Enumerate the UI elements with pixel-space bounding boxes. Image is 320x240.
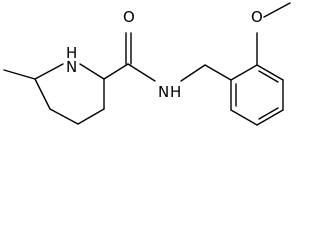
bond-aryl-inner-2 [258,107,279,120]
bond-aryl-2 [256,64,284,81]
amide-nitrogen-n: N [158,83,169,101]
bond-ring-4 [77,108,105,125]
bond-ring-2 [79,63,105,80]
ring-nitrogen-h: H [66,44,77,62]
bond-nh-to-ch2 [180,64,206,82]
bond-aryl-1 [230,64,258,81]
bond-ring-1 [34,63,64,80]
carbonyl-double-bond [125,32,132,65]
piperidine-ring [34,63,105,125]
ring-nitrogen-n: N [66,58,77,76]
bond-ring-5 [49,108,79,125]
bond-aryl-5 [230,109,258,126]
amide-nitrogen-label: N H [158,83,181,101]
bond-ch2-to-aryl [204,64,232,81]
amide-oxygen: O [123,8,135,26]
ether-oxygen: O [251,8,263,26]
bond-methyl [3,69,36,80]
bond-ether-o-to-methyl [263,2,291,18]
bond-ring-6 [34,78,51,110]
ring-nitrogen-label: H N [66,44,77,76]
amide-nitrogen-h: H [170,83,181,101]
bond-aryl-inner-1 [258,70,279,83]
bond-ring-to-carbonyl [103,63,129,80]
bond-aryl-4 [256,109,284,126]
chemical-structure-diagram: H N O N H O [3,2,291,126]
benzene-ring [230,64,284,126]
bond-carbonyl-to-nh [127,63,156,82]
